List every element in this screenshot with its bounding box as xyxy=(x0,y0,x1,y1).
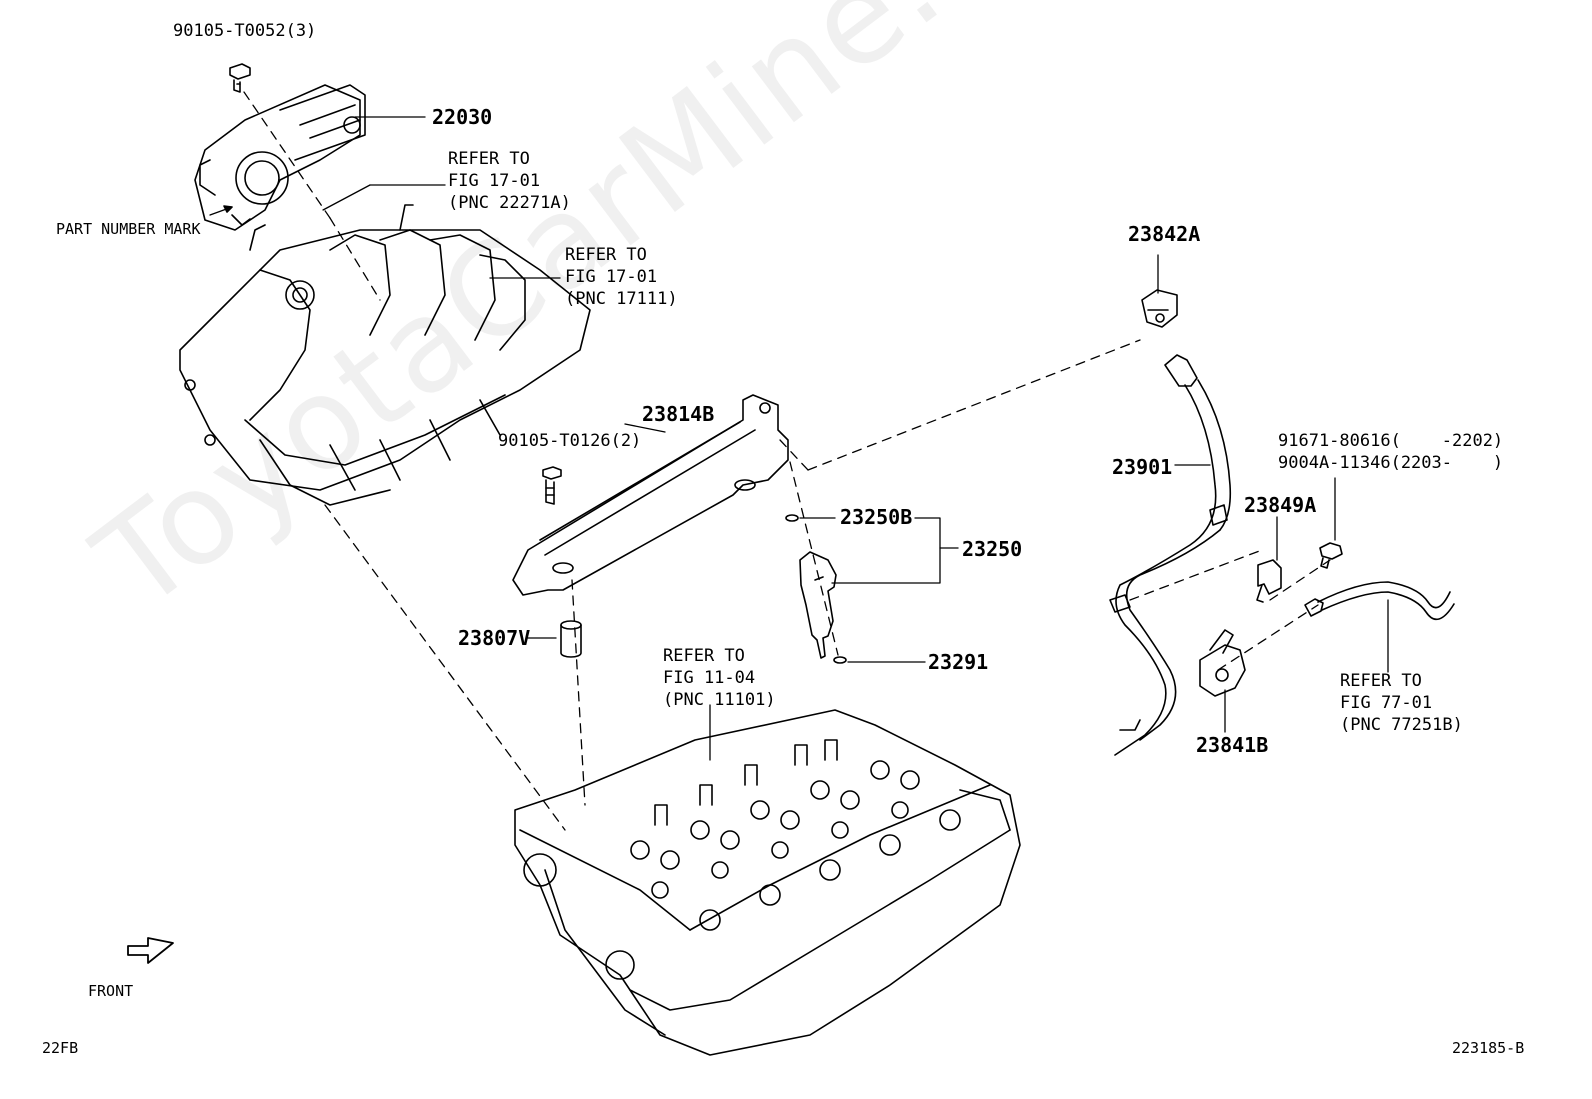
assembly-lines xyxy=(243,91,1331,831)
label-bolt-top[interactable]: 90105-T0052(3) xyxy=(173,21,317,41)
refer-manifold-line2[interactable]: FIG 17-01 xyxy=(565,267,658,287)
hose-part xyxy=(1109,354,1232,756)
refer-pipe-line2[interactable]: FIG 77-01 xyxy=(1340,693,1433,713)
label-hose[interactable]: 23901 xyxy=(1112,455,1173,479)
fuel-rail-part xyxy=(512,394,789,596)
refer-manifold-line1: REFER TO xyxy=(565,245,647,265)
refer-head-line1: REFER TO xyxy=(663,646,745,666)
fuel-pipe-part xyxy=(1304,581,1455,621)
refer-head-line3: (PNC 11101) xyxy=(663,690,776,710)
bolt-rail-part xyxy=(542,466,562,505)
label-insulator[interactable]: 23250B xyxy=(840,505,913,529)
label-bolt-clamp-a[interactable]: 91671-80616( -2202) xyxy=(1278,431,1504,451)
refer-pipe-line3: (PNC 77251B) xyxy=(1340,715,1463,735)
spacer-part xyxy=(560,620,582,658)
label-bolt-clamp-b[interactable]: 9004A-11346(2203- ) xyxy=(1278,453,1504,473)
refer-manifold-line3: (PNC 17111) xyxy=(565,289,678,309)
front-arrow-icon xyxy=(127,937,174,964)
throttle-body-part xyxy=(194,84,366,231)
label-bracket[interactable]: 23849A xyxy=(1244,493,1317,517)
refer-head-line2[interactable]: FIG 11-04 xyxy=(663,668,756,688)
label-clamp-top[interactable]: 23842A xyxy=(1128,222,1201,246)
clamp-top-part xyxy=(1141,289,1178,328)
refer-throttle-line3: (PNC 22271A) xyxy=(448,193,571,213)
label-oring[interactable]: 23291 xyxy=(928,650,989,674)
label-throttle[interactable]: 22030 xyxy=(432,105,493,129)
label-part-number-mark: PART NUMBER MARK xyxy=(56,220,201,238)
label-injector[interactable]: 23250 xyxy=(962,537,1023,561)
bolt-clamp-part xyxy=(1319,542,1343,569)
refer-throttle-line1: REFER TO xyxy=(448,149,530,169)
injector-part xyxy=(785,514,847,664)
label-code-left: 22FB xyxy=(42,1039,79,1057)
bolt-top-part xyxy=(229,63,251,93)
label-front: FRONT xyxy=(88,982,134,1000)
refer-pipe-line1: REFER TO xyxy=(1340,671,1422,691)
label-code-right: 223185-B xyxy=(1452,1039,1525,1057)
label-spacer[interactable]: 23807V xyxy=(458,626,531,650)
cylinder-head-part xyxy=(514,709,1021,1056)
label-rail[interactable]: 23814B xyxy=(642,402,715,426)
label-clamp-bottom[interactable]: 23841B xyxy=(1196,733,1269,757)
label-bolt-rail[interactable]: 90105-T0126(2) xyxy=(498,431,642,451)
refer-throttle-line2[interactable]: FIG 17-01 xyxy=(448,171,541,191)
bracket-part xyxy=(1256,559,1282,603)
clamp-bottom-part xyxy=(1199,629,1246,697)
intake-manifold-part xyxy=(179,204,591,506)
